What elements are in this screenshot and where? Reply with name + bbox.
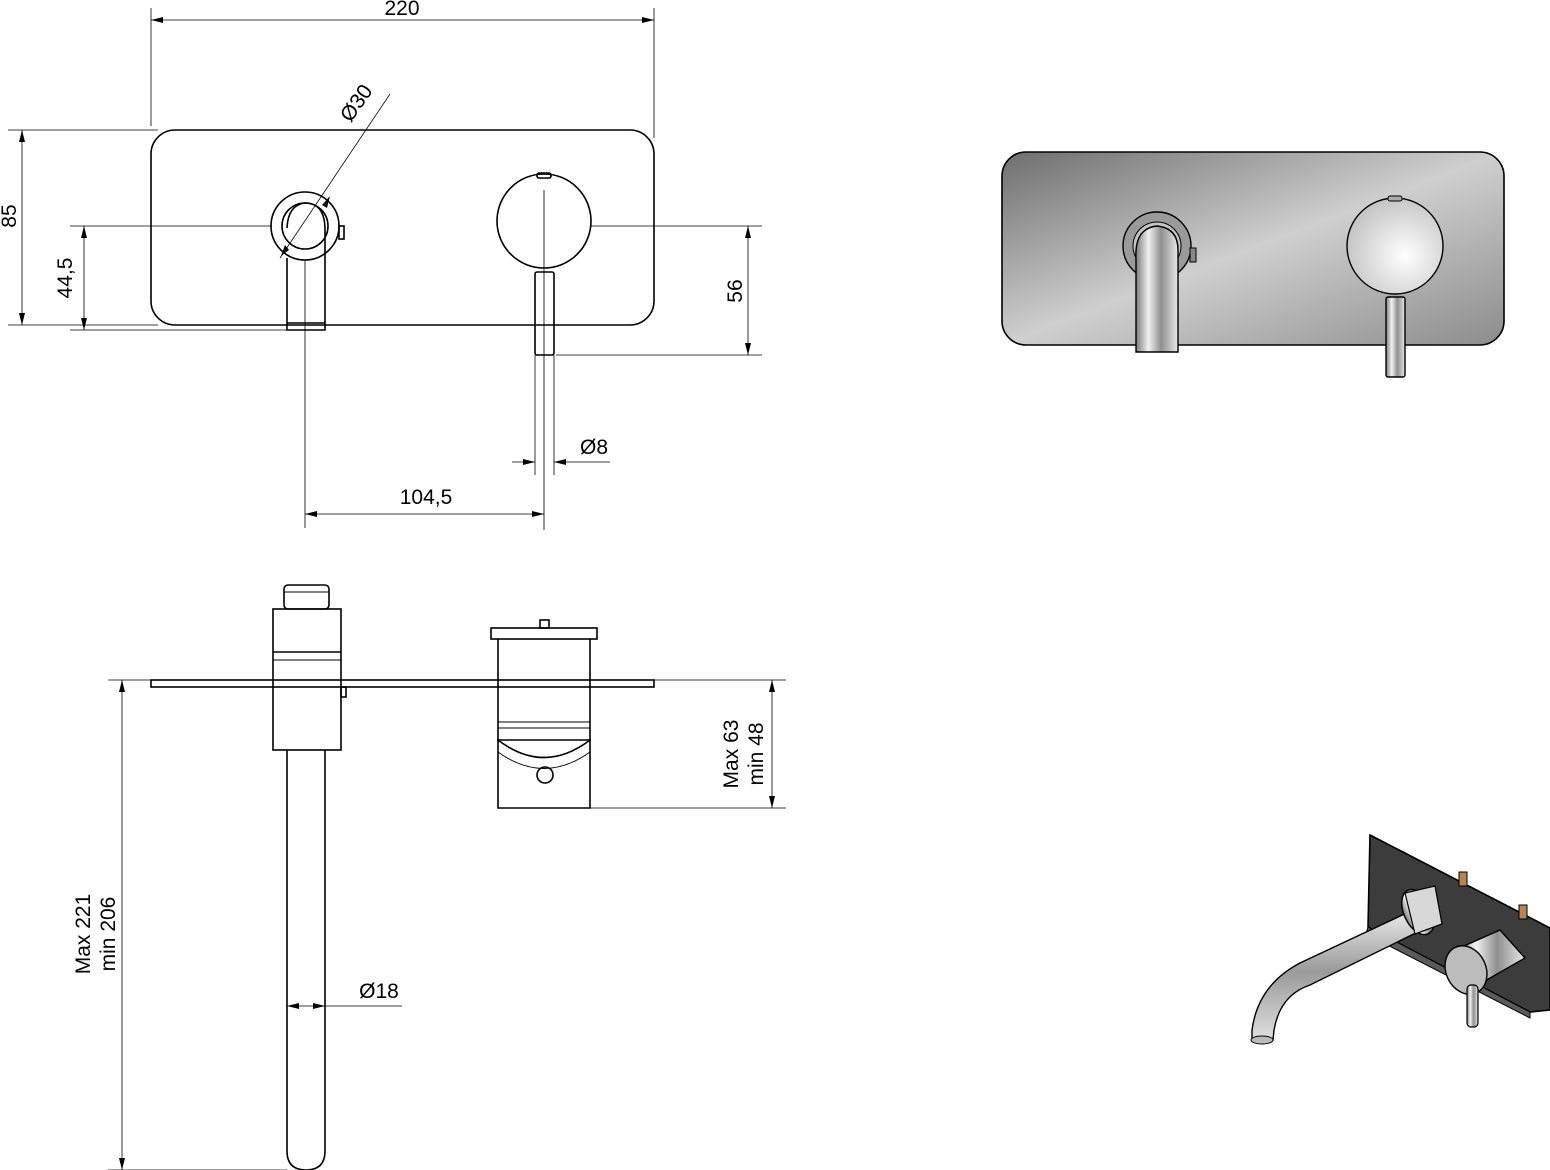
- side-dimensions: Max 221 min 206 Ø18 Max 63 min 48: [72, 679, 786, 1170]
- mixer-body: [497, 639, 591, 741]
- dim-spout-axis-height: 44,5: [54, 258, 77, 299]
- side-view: [150, 584, 655, 1170]
- knob-indicator: [536, 172, 552, 179]
- mixer-hole: [536, 766, 554, 784]
- dim-axis-distance: 104,5: [400, 486, 453, 509]
- dim-lever-diameter: Ø8: [580, 436, 608, 459]
- dim-rosette-diameter: Ø30: [336, 80, 378, 126]
- render-lever: [1385, 296, 1406, 378]
- side-screw: [340, 686, 347, 698]
- spout-front: [286, 202, 326, 331]
- render-spout: [1135, 225, 1179, 353]
- dim-depth-min: min 48: [745, 722, 768, 785]
- shaded-front-render: [1001, 151, 1505, 378]
- dim-lever-drop: 56: [724, 279, 747, 302]
- mixer-flange: [490, 627, 598, 640]
- isometric-render: [1250, 833, 1550, 1045]
- front-view: [150, 129, 655, 356]
- rosette-screw: [338, 225, 345, 240]
- cover-plate-edge: [150, 679, 655, 688]
- dim-projection-min: min 206: [97, 897, 120, 972]
- spout-cap: [283, 584, 330, 610]
- dim-depth-max: Max 63: [720, 720, 743, 789]
- spout-tube: [286, 750, 326, 1170]
- iso-lever: [1466, 984, 1479, 1028]
- dim-plate-width: 220: [384, 0, 419, 20]
- front-dimensions: 220 85 44,5 Ø30 56 Ø: [0, 0, 762, 530]
- iso-spout: [1251, 901, 1433, 1041]
- spout-housing: [272, 608, 342, 751]
- cover-plate: [150, 129, 655, 326]
- render-knob: [1346, 197, 1444, 295]
- mixer-flange-tab: [539, 619, 550, 629]
- dim-spout-diameter: Ø18: [359, 980, 399, 1003]
- mixer-lever: [534, 271, 555, 356]
- dim-projection-max: Max 221: [72, 894, 95, 975]
- dim-plate-height: 85: [0, 204, 21, 227]
- mixer-cup: [497, 738, 591, 809]
